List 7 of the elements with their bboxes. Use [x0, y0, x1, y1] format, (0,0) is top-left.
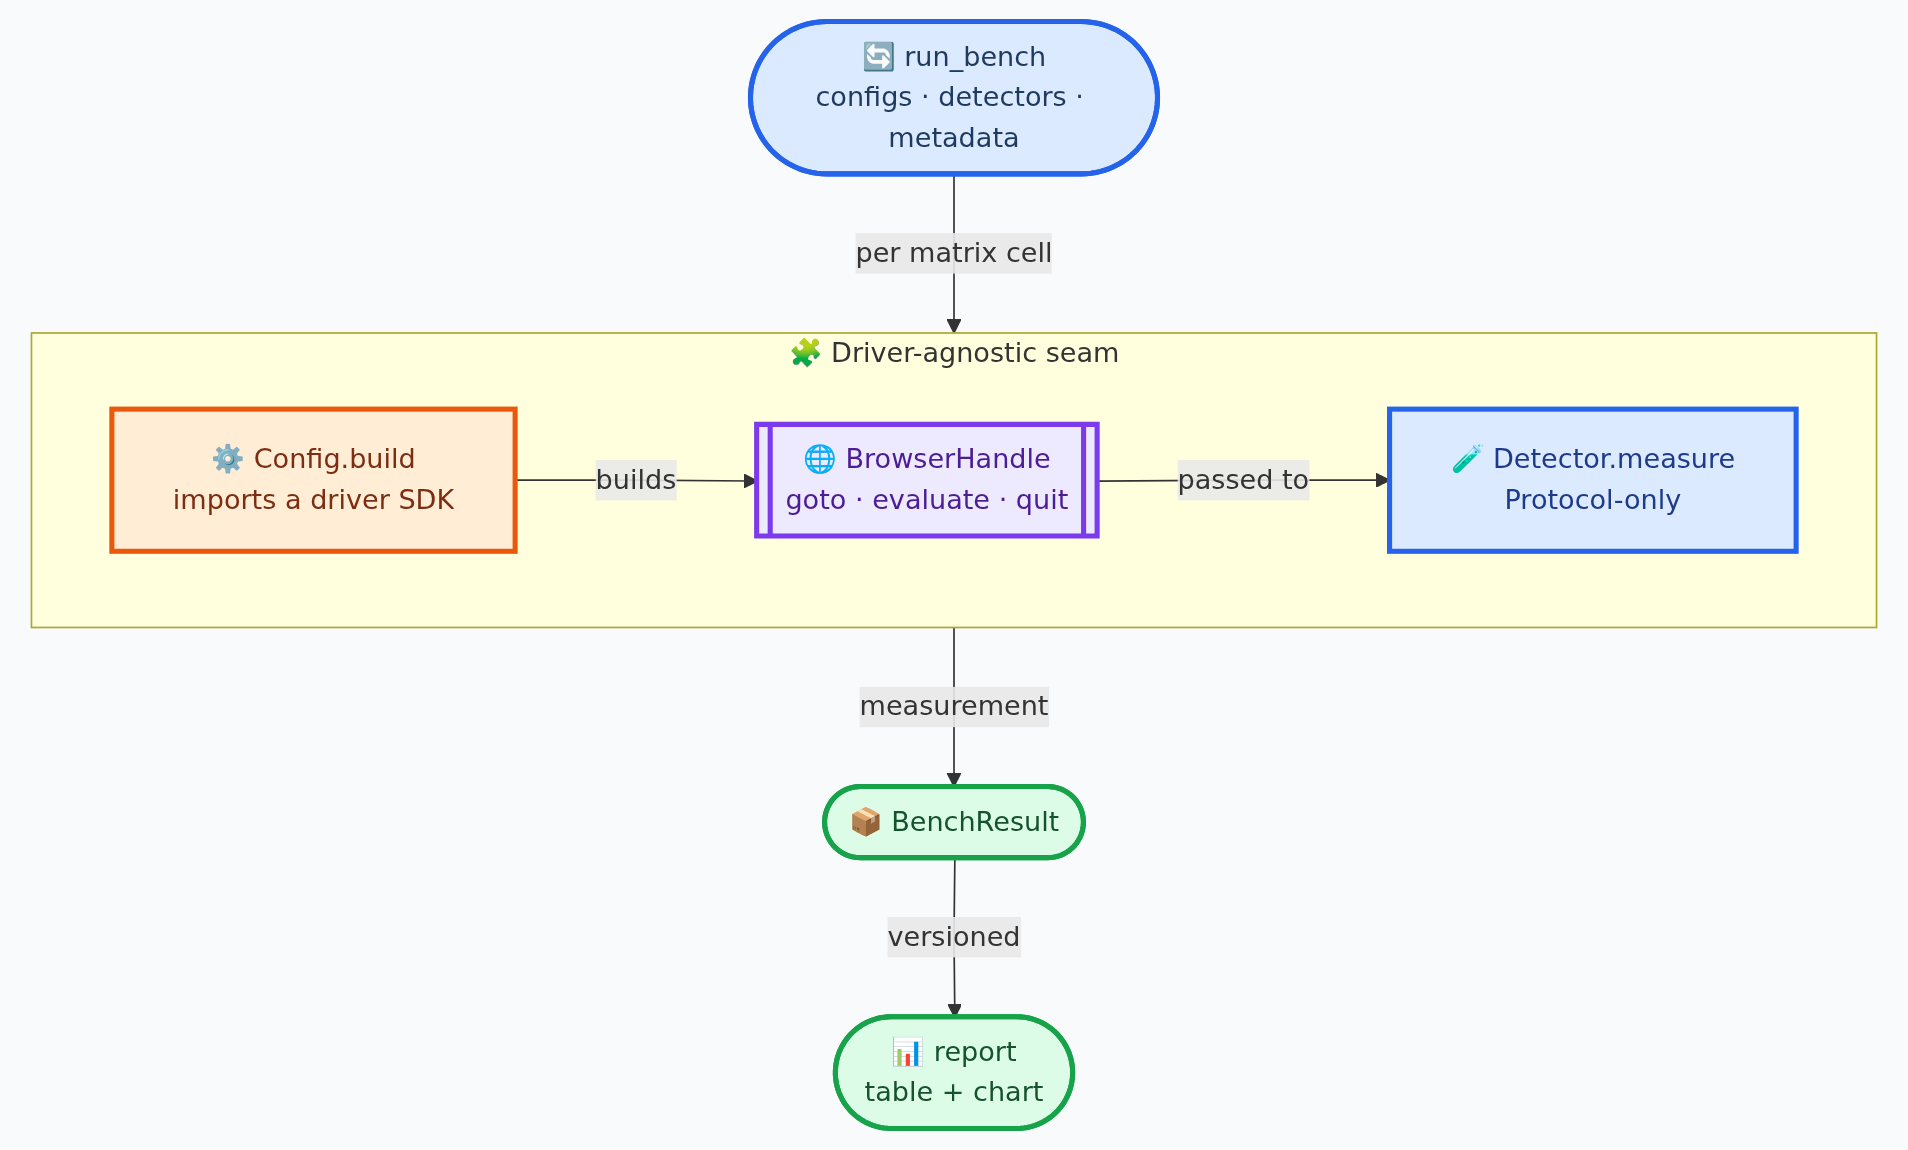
edge-label: versioned — [887, 920, 1021, 953]
edge-label: measurement — [859, 690, 1049, 723]
edge-label: passed to — [1177, 463, 1310, 496]
node-box: ⚙ Config.build imports a driver SDK — [109, 406, 518, 554]
edge-label: per matrix cell — [855, 236, 1053, 269]
node-box: 🧪 Detector.measure Protocol-only — [1387, 406, 1799, 554]
edge-label: builds — [595, 463, 677, 496]
